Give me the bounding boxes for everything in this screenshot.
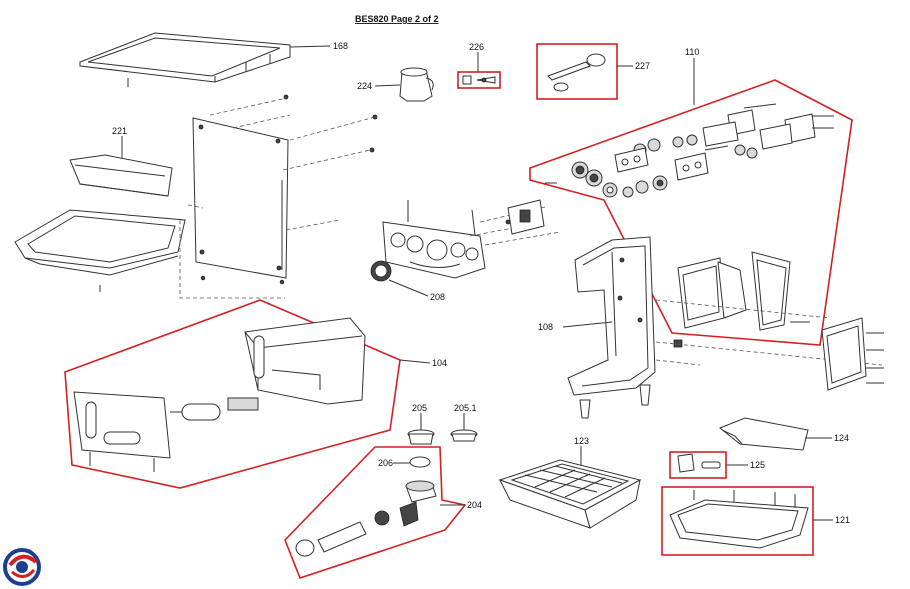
part-side-panel [192, 117, 289, 279]
part-front-control-panel [382, 200, 486, 279]
label-104: 104 [432, 358, 447, 368]
part-205-filter-basket [407, 429, 435, 445]
label-125: 125 [750, 460, 765, 470]
part-206-spring-ring [409, 456, 431, 468]
label-206: 206 [378, 458, 393, 468]
part-221-cup-tray [69, 154, 173, 197]
label-108: 108 [538, 322, 553, 332]
page-title: BES820 Page 2 of 2 [355, 14, 439, 24]
part-226-fittings [462, 75, 496, 85]
label-121: 121 [835, 515, 850, 525]
part-204-portafilter [295, 480, 437, 557]
callout-box-226 [457, 71, 501, 89]
callout-outline-110 [529, 79, 853, 346]
part-108-frame [567, 236, 683, 419]
label-123: 123 [574, 436, 589, 446]
label-205: 205 [412, 403, 427, 413]
part-drip-tray [14, 209, 186, 276]
label-205-1: 205.1 [454, 403, 477, 413]
part-124-cover [719, 417, 809, 451]
label-227: 227 [635, 61, 650, 71]
part-125-fittings [677, 453, 721, 473]
label-224: 224 [357, 81, 372, 91]
part-227-scoop-tamper [547, 53, 606, 92]
label-168: 168 [333, 41, 348, 51]
callout-outline-204 [284, 446, 467, 579]
part-205-1-filter-basket [450, 429, 478, 442]
label-110: 110 [685, 47, 699, 57]
part-tank-front-panel [73, 391, 171, 472]
callout-box-227 [536, 43, 618, 100]
label-124: 124 [834, 433, 849, 443]
label-208: 208 [430, 292, 445, 302]
callout-box-121 [661, 486, 814, 556]
swirl-logo-icon [3, 548, 41, 586]
part-right-side-panel [821, 317, 867, 391]
part-tank-window [170, 397, 259, 421]
part-valve-plate [507, 199, 545, 235]
label-221: 221 [112, 126, 127, 136]
label-204: 204 [467, 500, 482, 510]
part-123-drip-grid [498, 459, 642, 529]
part-121-base-tray [669, 490, 809, 549]
part-104-water-tank [244, 317, 366, 405]
part-110-valve-assembly [545, 103, 834, 331]
part-224-milk-jug [374, 67, 434, 102]
callout-outline-104 [64, 299, 401, 489]
part-168-tray-lid [79, 32, 331, 87]
label-226: 226 [469, 42, 484, 52]
part-208-gasket [370, 260, 392, 282]
